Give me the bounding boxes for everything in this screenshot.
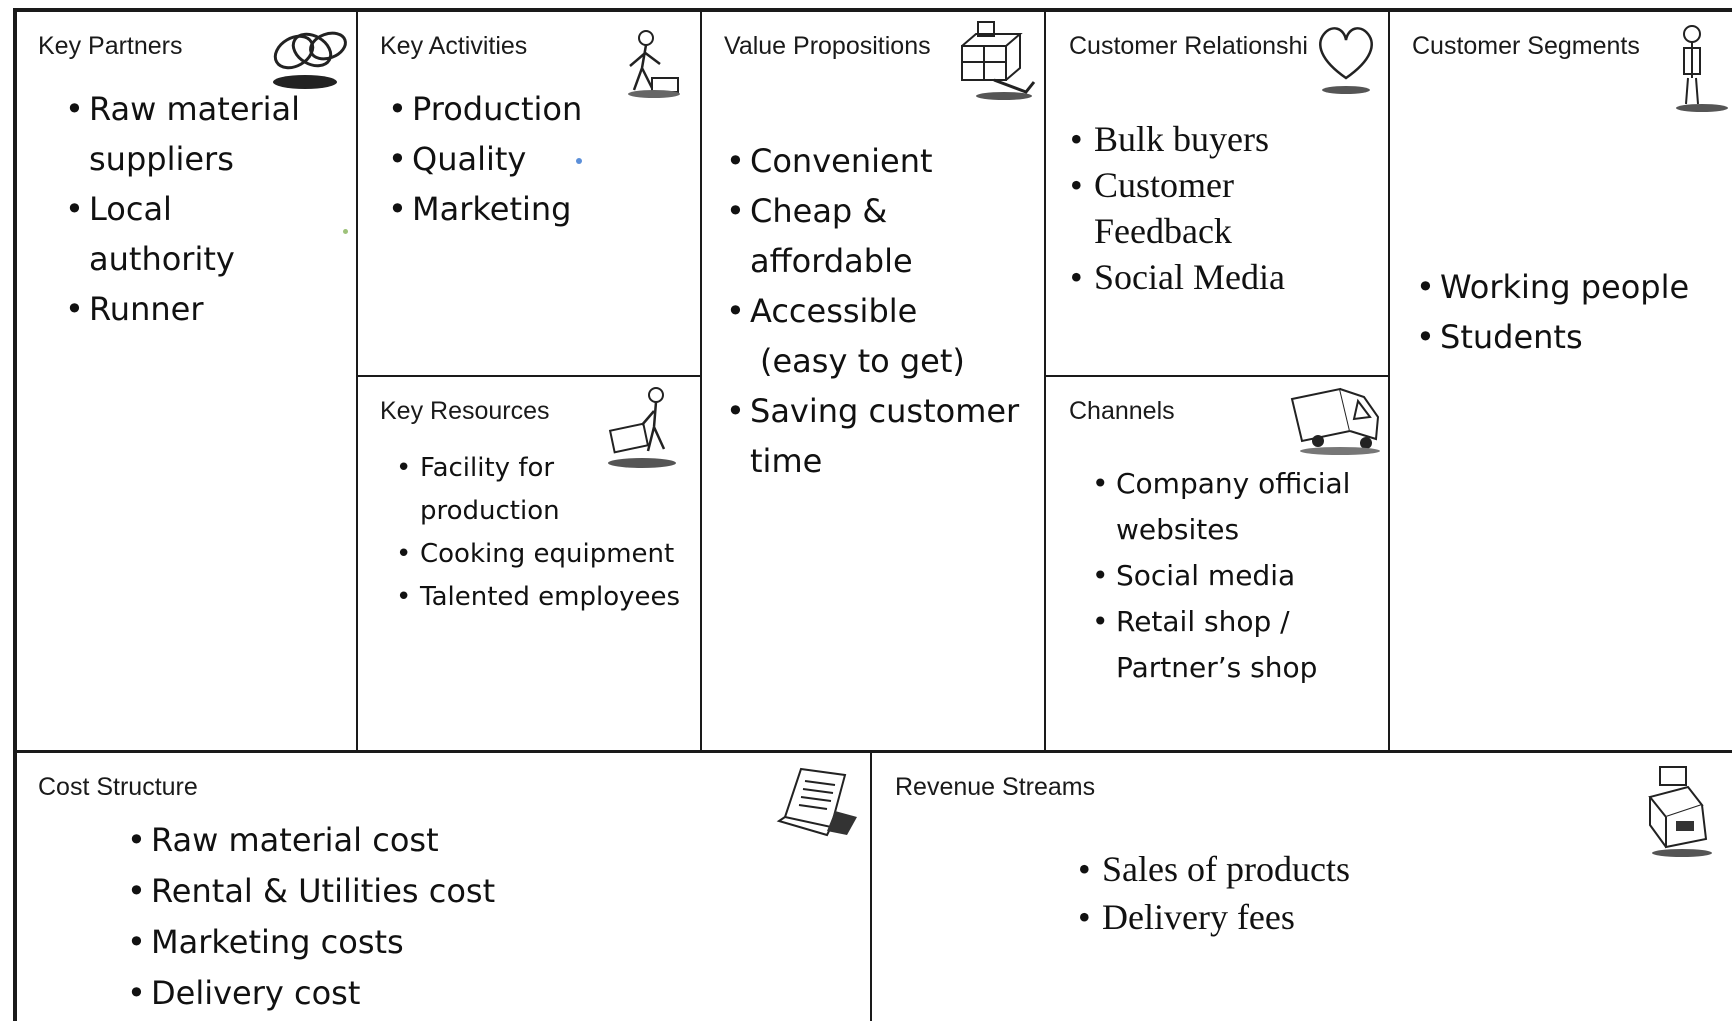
list-item: Students xyxy=(1416,312,1689,362)
list-item: Local xyxy=(65,184,300,234)
worker-icon xyxy=(616,28,684,100)
gift-package-icon xyxy=(954,20,1036,104)
customer-segments-title: Customer Segments xyxy=(1412,32,1640,60)
list-item: Runner xyxy=(65,284,300,334)
list-item: Social Media xyxy=(1070,254,1285,300)
revenue-streams-list: Sales of products Delivery fees xyxy=(1078,845,1350,941)
key-resources-title: Key Resources xyxy=(380,397,550,425)
list-item: Marketing xyxy=(388,184,582,234)
list-item-continuation: time xyxy=(750,442,823,480)
list-item: Saving customer xyxy=(726,386,1019,436)
key-activities-block: Key Activities Production Quality Market… xyxy=(358,12,700,375)
list-item: Customer xyxy=(1070,162,1285,208)
list-item: Sales of products xyxy=(1078,845,1350,893)
divider xyxy=(356,375,702,377)
person-icon xyxy=(1668,24,1728,114)
channels-list: Company official websites Social media R… xyxy=(1092,461,1350,691)
customer-segments-list: Working people Students xyxy=(1416,262,1689,362)
stray-dot xyxy=(576,158,582,164)
value-propositions-block: Value Propositions Convenient Cheap & af… xyxy=(702,12,1044,750)
key-activities-title: Key Activities xyxy=(380,32,528,60)
cash-register-icon xyxy=(1640,763,1716,859)
cost-structure-title: Cost Structure xyxy=(38,773,198,801)
heart-icon xyxy=(1316,22,1376,98)
list-item: Raw material xyxy=(65,84,300,134)
key-partners-block: Key Partners Raw material suppliers Loca… xyxy=(15,12,356,750)
list-item-continuation: production xyxy=(420,496,560,526)
document-icon xyxy=(771,765,861,841)
list-item: Delivery fees xyxy=(1078,893,1350,941)
key-activities-list: Production Quality Marketing xyxy=(388,84,582,234)
list-item: Raw material cost xyxy=(127,815,495,866)
revenue-streams-block: Revenue Streams Sales of products Delive… xyxy=(872,753,1732,1021)
list-item: Social media xyxy=(1092,553,1350,599)
list-item: Cooking equipment xyxy=(396,533,680,576)
divider xyxy=(700,10,702,752)
channels-block: Channels Company official websites Socia… xyxy=(1046,377,1388,750)
divider xyxy=(356,10,358,752)
revenue-streams-title: Revenue Streams xyxy=(895,773,1096,801)
divider xyxy=(1044,10,1046,752)
delivery-truck-icon xyxy=(1288,385,1384,459)
key-partners-title: Key Partners xyxy=(38,32,183,60)
divider xyxy=(870,751,872,1021)
list-item: Bulk buyers xyxy=(1070,116,1285,162)
list-item: Production xyxy=(388,84,582,134)
customer-relationships-list: Bulk buyers Customer Feedback Social Med… xyxy=(1070,116,1285,300)
list-item: Marketing costs xyxy=(127,917,495,968)
list-item-continuation: Feedback xyxy=(1094,211,1232,251)
list-item: Facility for xyxy=(396,447,680,490)
divider xyxy=(1388,10,1390,752)
customer-relationships-block: Customer Relationshi Bulk buyers Custome… xyxy=(1046,12,1388,375)
cost-structure-list: Raw material cost Rental & Utilities cos… xyxy=(127,815,495,1019)
canvas-frame xyxy=(13,8,1732,1021)
list-item: Delivery cost xyxy=(127,968,495,1019)
list-item: Quality xyxy=(388,134,582,184)
list-item: Working people xyxy=(1416,262,1689,312)
customer-relationships-title: Customer Relationshi xyxy=(1069,32,1308,60)
list-item-continuation: affordable xyxy=(750,242,913,280)
list-item-continuation: websites xyxy=(1116,513,1240,546)
list-item: Company official xyxy=(1092,461,1350,507)
list-item: Talented employees xyxy=(396,576,680,619)
key-resources-block: Key Resources Facility for production Co… xyxy=(358,377,700,750)
key-partners-list: Raw material suppliers Local authority R… xyxy=(65,84,300,334)
list-item: Convenient xyxy=(726,136,1019,186)
value-propositions-title: Value Propositions xyxy=(724,32,931,60)
list-item: Rental & Utilities cost xyxy=(127,866,495,917)
divider xyxy=(13,750,1732,753)
divider xyxy=(1044,375,1390,377)
list-item-continuation: (easy to get) xyxy=(760,342,965,380)
list-item: Accessible xyxy=(726,286,1019,336)
stray-dot xyxy=(343,229,348,234)
list-item-continuation: Partner’s shop xyxy=(1116,651,1318,684)
list-item-continuation: suppliers xyxy=(89,140,234,178)
cost-structure-block: Cost Structure Raw material cost Rental … xyxy=(15,753,870,1021)
list-item-continuation: authority xyxy=(89,240,235,278)
list-item: Retail shop / xyxy=(1092,599,1350,645)
channels-title: Channels xyxy=(1069,397,1175,425)
key-resources-list: Facility for production Cooking equipmen… xyxy=(396,447,680,619)
customer-segments-block: Customer Segments Working people Student… xyxy=(1390,12,1732,750)
value-propositions-list: Convenient Cheap & affordable Accessible… xyxy=(726,136,1019,486)
list-item: Cheap & xyxy=(726,186,1019,236)
